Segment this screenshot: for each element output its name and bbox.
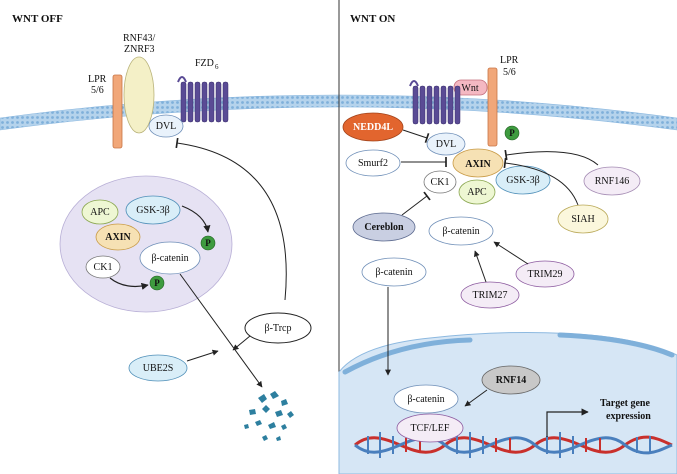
on-axin-label: AXIN bbox=[465, 159, 491, 170]
off-ube2s-arrow bbox=[186, 349, 219, 362]
wnt-off-title: WNT OFF bbox=[12, 13, 63, 25]
on-siah-inhibit bbox=[503, 157, 579, 206]
on-nedd4l-node bbox=[342, 112, 404, 142]
on-p-lpr-label: P bbox=[509, 128, 515, 138]
on-cereblon-node bbox=[352, 212, 416, 242]
off-fzd-label: FZD bbox=[195, 58, 214, 69]
off-p-top bbox=[200, 235, 216, 251]
off-rnf43-receptor bbox=[123, 56, 155, 134]
off-btrcp-node bbox=[244, 312, 312, 344]
off-ck1-node bbox=[85, 255, 121, 279]
on-cereblon-label: Cereblon bbox=[364, 222, 404, 233]
on-ck1-node bbox=[423, 170, 457, 194]
off-ube2s-label: UBE2S bbox=[143, 363, 174, 374]
on-trim29-arrow bbox=[493, 241, 529, 265]
on-bcat-mid-label: β-catenin bbox=[442, 226, 479, 237]
on-bcat-nuc-node bbox=[393, 384, 459, 414]
off-lpr-receptor bbox=[112, 74, 123, 149]
on-apc-label: APC bbox=[467, 187, 487, 198]
on-trim29-node bbox=[515, 260, 575, 288]
off-ck1-phos-arrow bbox=[109, 277, 149, 290]
wnt-on-title: WNT ON bbox=[350, 13, 395, 25]
off-dvl-node bbox=[148, 114, 184, 138]
on-trim27-node bbox=[460, 281, 520, 309]
on-nuclear-envelope bbox=[342, 337, 473, 375]
on-lpr-label-2: 5/6 bbox=[503, 67, 516, 78]
on-bcat-mid-node bbox=[428, 216, 494, 246]
off-dvl-label: DVL bbox=[156, 121, 177, 132]
on-bcat-left-label: β-catenin bbox=[375, 267, 412, 278]
off-btrcp-inhibit-line bbox=[175, 137, 287, 301]
off-rnf43-label-2: ZNRF3 bbox=[124, 44, 155, 55]
on-wnt-label: Wnt bbox=[461, 83, 478, 94]
on-ck1-label: CK1 bbox=[431, 177, 450, 188]
off-lpr-label-2: 5/6 bbox=[91, 85, 104, 96]
on-siah-node bbox=[557, 204, 609, 234]
on-apc-node bbox=[458, 179, 496, 205]
on-dvl-label: DVL bbox=[436, 139, 457, 150]
on-p-lpr bbox=[504, 125, 520, 141]
on-trim29-label: TRIM29 bbox=[528, 269, 563, 280]
off-gsk-phos-arrow bbox=[181, 205, 211, 233]
off-apc-node bbox=[81, 199, 119, 225]
off-apc-label: APC bbox=[90, 207, 110, 218]
on-siah-label: SIAH bbox=[571, 214, 594, 225]
off-fzd-receptor bbox=[177, 76, 229, 123]
on-lpr-receptor bbox=[487, 67, 498, 147]
on-trim27-arrow bbox=[473, 250, 487, 283]
off-degradation-fragments bbox=[244, 391, 294, 441]
on-dvl-node bbox=[426, 132, 466, 156]
on-trim27-label: TRIM27 bbox=[473, 290, 508, 301]
on-smurf2-label: Smurf2 bbox=[358, 158, 388, 169]
off-bcat-label: β-catenin bbox=[151, 253, 188, 264]
off-btrcp-label: β-Trcp bbox=[265, 323, 292, 334]
off-axin-node bbox=[95, 223, 141, 251]
on-bcat-nuc-label: β-catenin bbox=[407, 394, 444, 405]
on-rnf146-inhibit bbox=[504, 149, 599, 166]
off-p-bottom-label: P bbox=[154, 278, 160, 288]
on-lpr-label-1: LPR bbox=[500, 55, 519, 66]
on-rnf146-node bbox=[583, 166, 641, 196]
on-cereblon-inhibit bbox=[401, 191, 431, 216]
off-ube2s-node bbox=[128, 354, 188, 382]
off-degradation-arrow bbox=[179, 273, 263, 388]
on-rnf14-label: RNF14 bbox=[496, 375, 527, 386]
on-bcat-left-node bbox=[361, 257, 427, 287]
off-ck1-label: CK1 bbox=[94, 262, 113, 273]
on-nuclear-envelope-right bbox=[557, 332, 675, 358]
on-rnf14-node bbox=[481, 365, 541, 395]
on-target-label-2: expression bbox=[606, 411, 651, 422]
on-fzd-receptor bbox=[409, 80, 461, 125]
off-gsk-node bbox=[125, 195, 181, 225]
off-axin-label: AXIN bbox=[105, 232, 131, 243]
off-fzd-subscript: 6 bbox=[215, 63, 219, 71]
off-lpr-label-1: LPR bbox=[88, 74, 107, 85]
on-tcf-label: TCF/LEF bbox=[411, 423, 450, 434]
off-p-top-label: P bbox=[205, 238, 211, 248]
off-p-bottom bbox=[149, 275, 165, 291]
on-transcription-arrow bbox=[546, 408, 589, 437]
off-bcat-node bbox=[139, 241, 201, 275]
on-axin-node bbox=[452, 148, 504, 178]
on-rnf14-arrow bbox=[464, 389, 488, 407]
off-gsk-label: GSK-3β bbox=[136, 205, 169, 216]
on-wnt-ligand bbox=[453, 79, 488, 96]
on-gsk-label: GSK-3β bbox=[506, 175, 539, 186]
on-target-label-1: Target gene bbox=[600, 398, 650, 409]
off-rnf43-label-1: RNF43/ bbox=[123, 33, 155, 44]
on-tcf-node bbox=[396, 413, 464, 443]
on-rnf146-label: RNF146 bbox=[595, 176, 629, 187]
off-btrcp-arrow bbox=[232, 335, 251, 351]
on-nedd4l-inhibit bbox=[402, 129, 430, 144]
on-smurf2-node bbox=[345, 149, 401, 177]
on-nedd4l-label: NEDD4L bbox=[353, 122, 393, 133]
